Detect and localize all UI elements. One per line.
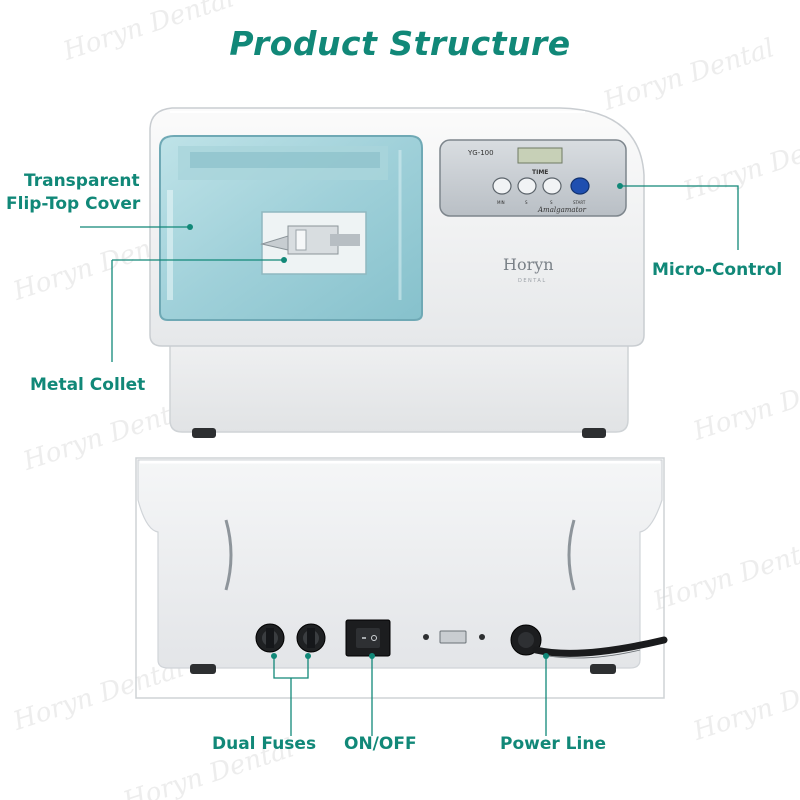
foot	[192, 428, 216, 438]
label-transparent-cover: Transparent Flip-Top Cover	[6, 170, 140, 216]
label-metal-collet: Metal Collet	[30, 375, 146, 395]
min-button[interactable]	[492, 177, 512, 195]
metal-collet	[260, 225, 360, 255]
callout-dots	[187, 183, 623, 659]
page-title: Product Structure	[229, 24, 571, 63]
speed-button-label: S	[525, 200, 528, 205]
brand-logo-sub: DENTAL	[518, 278, 547, 284]
label-on-off: ON/OFF	[344, 734, 417, 754]
label-line: Flip-Top Cover	[6, 194, 141, 214]
vent-slot	[567, 519, 576, 591]
dual-fuses	[255, 623, 326, 653]
start-button[interactable]	[570, 177, 590, 195]
start-button-label: START	[573, 200, 586, 205]
label-power-line: Power Line	[500, 734, 606, 754]
vent-slot	[224, 519, 233, 591]
min-button-label: MIN	[497, 200, 505, 205]
product-name: Amalgamator	[537, 206, 587, 214]
rear-view-frame	[135, 457, 665, 699]
port	[439, 630, 467, 644]
brand-logo: Horyn	[503, 255, 554, 274]
label-dual-fuses: Dual Fuses	[212, 734, 317, 754]
on-off-switch[interactable]	[345, 619, 391, 657]
transparent-cover	[159, 135, 423, 321]
model-label: YG-100	[467, 149, 494, 157]
speed-button[interactable]	[542, 177, 562, 195]
foot	[582, 428, 606, 438]
label-line: Transparent	[24, 171, 140, 191]
callout-lines	[80, 185, 739, 736]
power-line	[510, 624, 668, 659]
speed-button-label: S	[550, 200, 553, 205]
time-label: TIME	[532, 169, 548, 176]
front-view: YG-100 TIME MIN S S START Amalgamator Ho…	[149, 107, 645, 438]
micro-control-panel: YG-100 TIME MIN S S START Amalgamator	[439, 139, 627, 217]
rear-view	[137, 459, 668, 674]
label-micro-control: Micro-Control	[652, 260, 783, 280]
speed-button[interactable]	[517, 177, 537, 195]
